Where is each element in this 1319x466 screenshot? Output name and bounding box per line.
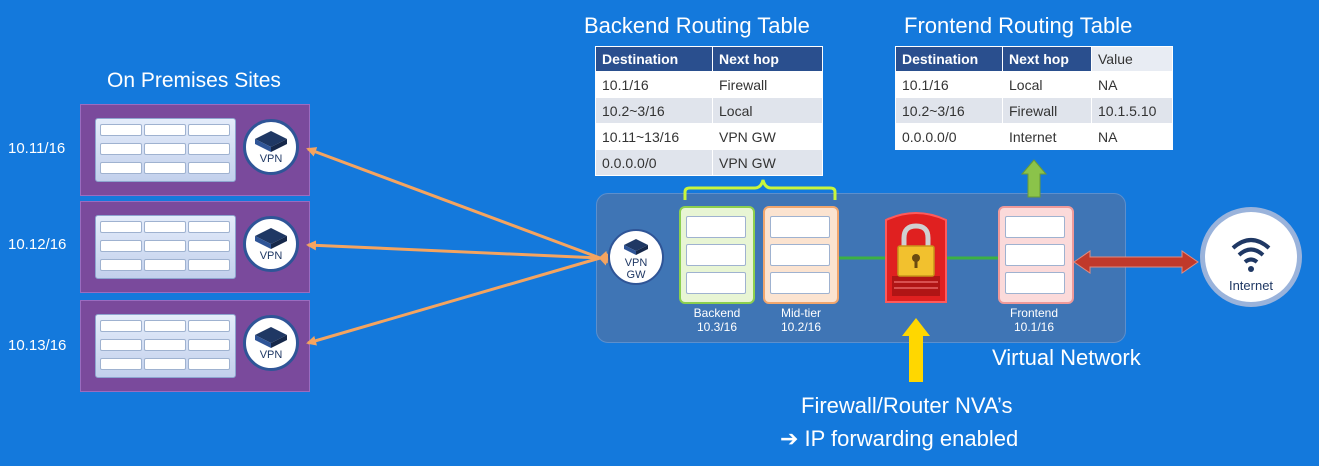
table-cell: NA — [1091, 71, 1173, 98]
vpn-tunnel-arrow — [306, 240, 609, 264]
midtier-tier-icon — [763, 206, 839, 304]
vpn-device-icon: VPN — [243, 119, 299, 175]
vpn-label: VPN — [259, 349, 283, 361]
wifi-icon — [1231, 238, 1271, 272]
vpn-tunnel-arrow — [306, 250, 610, 346]
table-row: 10.1/16 Local NA — [895, 71, 1173, 98]
table-cell: Internet — [1002, 123, 1092, 150]
midtier-tier-name: Mid-tier — [780, 306, 821, 320]
vpn-gateway-icon: VPN GW — [608, 229, 664, 285]
on-premises-site: VPN — [80, 201, 310, 293]
table-cell: 10.1/16 — [595, 71, 713, 98]
backend-routing-table: Destination Next hop 10.1/16 Firewall 10… — [595, 46, 823, 176]
server-rack-icon — [95, 215, 236, 279]
table-header-row: Destination Next hop — [595, 46, 823, 72]
on-premises-title: On Premises Sites — [107, 69, 281, 92]
table-header-cell: Next hop — [1002, 46, 1092, 72]
table-cell: 10.2~3/16 — [595, 97, 713, 124]
table-cell: Firewall — [1002, 97, 1092, 124]
route-up-arrow — [1020, 159, 1048, 198]
table-cell: 0.0.0.0/0 — [895, 123, 1003, 150]
table-row: 10.1/16 Firewall — [595, 71, 823, 98]
vpn-device-icon: VPN — [243, 315, 299, 371]
internet-label: Internet — [1228, 278, 1274, 293]
frontend-tier-name: Frontend — [1009, 306, 1059, 320]
table-cell: 10.2~3/16 — [895, 97, 1003, 124]
frontend-table-title: Frontend Routing Table — [904, 13, 1133, 38]
vpn-gw-label-line1: VPN — [624, 257, 648, 269]
vpn-tunnel-arrow — [306, 147, 610, 266]
brace-bracket — [683, 179, 837, 200]
table-row: 0.0.0.0/0 VPN GW — [595, 149, 823, 176]
ip-forwarding-caption: ➔ IP forwarding enabled — [780, 426, 1019, 451]
site-subnet-label: 10.12/16 — [8, 236, 67, 253]
nva-pointer-arrow — [902, 318, 930, 382]
table-row: 0.0.0.0/0 Internet NA — [895, 123, 1173, 150]
server-rack-icon — [95, 118, 236, 182]
table-cell: NA — [1091, 123, 1173, 150]
table-cell: Local — [712, 97, 823, 124]
table-cell: Firewall — [712, 71, 823, 98]
midtier-tier-subnet: 10.2/16 — [780, 320, 822, 334]
backend-tier-subnet: 10.3/16 — [696, 320, 738, 334]
table-cell: Local — [1002, 71, 1092, 98]
table-cell: 0.0.0.0/0 — [595, 149, 713, 176]
table-row: 10.2~3/16 Local — [595, 97, 823, 124]
table-header-cell: Destination — [895, 46, 1003, 72]
table-cell: VPN GW — [712, 149, 823, 176]
virtual-network-label: Virtual Network — [992, 345, 1141, 370]
backend-table-title: Backend Routing Table — [584, 13, 810, 38]
site-subnet-label: 10.13/16 — [8, 337, 67, 354]
vpn-device-icon: VPN — [243, 216, 299, 272]
frontend-tier-icon — [998, 206, 1074, 304]
backend-tier-icon — [679, 206, 755, 304]
table-cell: 10.11~13/16 — [595, 123, 713, 150]
site-subnet-label: 10.11/16 — [8, 140, 66, 157]
table-cell: 10.1.5.10 — [1091, 97, 1173, 124]
table-cell: 10.1/16 — [895, 71, 1003, 98]
nva-caption: Firewall/Router NVA’s — [801, 393, 1013, 418]
server-rack-icon — [95, 314, 236, 378]
vpn-gw-label-line2: GW — [626, 269, 646, 281]
frontend-routing-table: Destination Next hop Value 10.1/16 Local… — [895, 46, 1173, 150]
vpn-label: VPN — [259, 250, 283, 262]
internet-double-arrow — [1073, 250, 1199, 274]
table-header-cell: Next hop — [712, 46, 823, 72]
on-premises-site: VPN — [80, 300, 310, 392]
table-row: 10.2~3/16 Firewall 10.1.5.10 — [895, 97, 1173, 124]
vpn-label: VPN — [259, 153, 283, 165]
on-premises-site: VPN — [80, 104, 310, 196]
backend-tier-name: Backend — [693, 306, 741, 320]
frontend-tier-subnet: 10.1/16 — [1013, 320, 1055, 334]
internet-icon: Internet — [1200, 207, 1302, 307]
firewall-lock-icon — [885, 212, 947, 303]
